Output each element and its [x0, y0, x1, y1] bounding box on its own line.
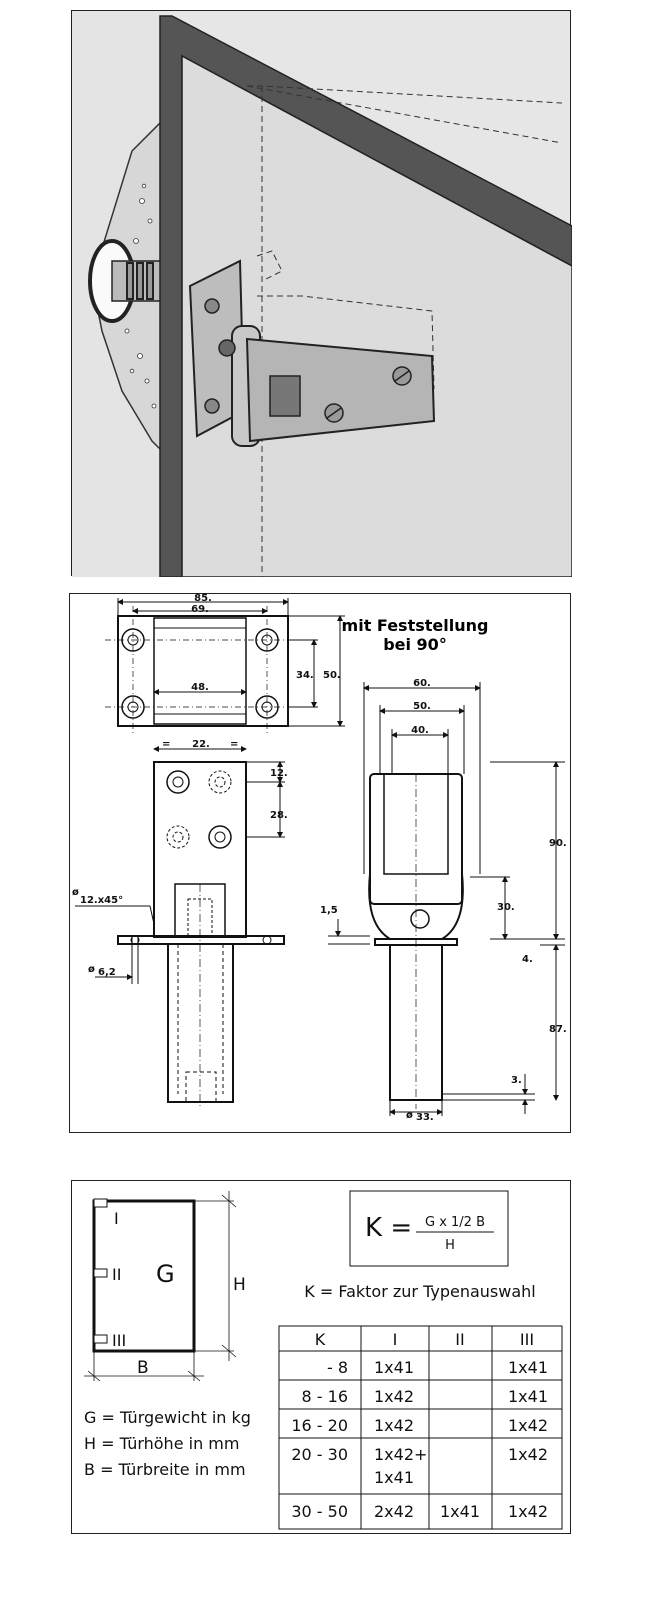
door-leaf	[181, 54, 572, 577]
drawing-title-line1: mit Feststellung	[342, 616, 489, 635]
dim-34: 34.	[296, 670, 314, 681]
dim-85: 85.	[194, 594, 212, 604]
hinge-illustration	[72, 11, 572, 577]
table-cell: 1x42	[508, 1445, 548, 1464]
legend-label-II: II	[112, 1265, 121, 1284]
selection-graphic: I II III G H B G = Türgewicht in kg H = …	[84, 1190, 563, 1530]
table-cell: - 8	[327, 1358, 348, 1377]
dim-90: 90.	[549, 838, 567, 849]
door-schematic	[92, 1199, 196, 1353]
formula-denominator: H	[445, 1238, 455, 1253]
dim-40: 40.	[411, 725, 429, 736]
dim-4: 4.	[522, 954, 533, 965]
selection-panel: I II III G H B G = Türgewicht in kg H = …	[71, 1180, 571, 1534]
hinge-illustration-panel	[71, 10, 572, 577]
table-header-II: II	[455, 1330, 464, 1349]
dim-eq-left: =	[162, 739, 170, 750]
dim-30: 30.	[497, 902, 515, 913]
legend-label-I: I	[114, 1209, 119, 1228]
table-header-K: K	[315, 1330, 326, 1349]
dim-87: 87.	[549, 1024, 567, 1035]
legend-line-B: B = Türbreite in mm	[84, 1460, 246, 1479]
table-cell: 1x41	[374, 1468, 414, 1487]
table-cell: 1x41	[374, 1358, 414, 1377]
table-cell: 1x42	[374, 1416, 414, 1435]
dim-12: 12.	[270, 768, 288, 779]
dim-28: 28.	[270, 810, 288, 821]
selection-table	[278, 1325, 563, 1530]
anchor-tube-view	[167, 943, 234, 1103]
table-cell: 1x42+	[374, 1445, 427, 1464]
legend-label-G: G	[156, 1260, 175, 1288]
top-view-plate	[117, 615, 289, 727]
table-cell: 16 - 20	[291, 1416, 348, 1435]
table-cell: 1x41	[440, 1502, 480, 1521]
table-cell: 1x42	[374, 1387, 414, 1406]
legend-line-H: H = Türhöhe in mm	[84, 1434, 239, 1453]
technical-drawing: mit Feststellung bei 90° 85. 69. 48. 34.…	[72, 594, 567, 1123]
table-cell: 1x41	[508, 1358, 548, 1377]
dim-22: 22.	[192, 739, 210, 750]
table-cell: 1x42	[508, 1502, 548, 1521]
dim-d33: 33.	[416, 1112, 434, 1123]
table-cell: 1x42	[508, 1416, 548, 1435]
dim-3: 3.	[511, 1075, 522, 1086]
formula-numerator: G x 1/2 B	[425, 1215, 485, 1230]
technical-drawing-panel: mit Feststellung bei 90° 85. 69. 48. 34.…	[69, 593, 571, 1133]
table-cell: 1x41	[508, 1387, 548, 1406]
table-header-I: I	[393, 1330, 398, 1349]
dim-69: 69.	[191, 604, 209, 615]
dim-60: 60.	[413, 678, 431, 689]
formula-caption: K = Faktor zur Typenauswahl	[304, 1282, 535, 1301]
dim-eq-right: =	[230, 739, 238, 750]
legend-label-III: III	[112, 1331, 126, 1350]
dim-chamfer-prefix: ø	[72, 887, 79, 898]
dim-48: 48.	[191, 682, 209, 693]
table-cell: 8 - 16	[302, 1387, 348, 1406]
dim-d62: 6,2	[98, 967, 116, 978]
formula-lhs: K =	[365, 1213, 412, 1243]
table-cell: 30 - 50	[291, 1502, 348, 1521]
table-cell: 2x42	[374, 1502, 414, 1521]
dim-1-5: 1,5	[320, 905, 338, 916]
legend-label-H: H	[233, 1275, 246, 1295]
table-header-III: III	[520, 1330, 534, 1349]
dim-50-front: 50.	[413, 701, 431, 712]
drawing-title-line2: bei 90°	[383, 635, 447, 654]
table-cell: 20 - 30	[291, 1445, 348, 1464]
formula-box	[349, 1190, 509, 1267]
legend-label-B: B	[137, 1358, 149, 1378]
dim-chamfer: 12.x45°	[80, 895, 123, 906]
dim-d62-prefix: ø	[88, 964, 95, 975]
dim-50: 50.	[323, 670, 341, 681]
legend-line-G: G = Türgewicht in kg	[84, 1408, 251, 1427]
dim-d33-prefix: ø	[406, 1110, 413, 1121]
